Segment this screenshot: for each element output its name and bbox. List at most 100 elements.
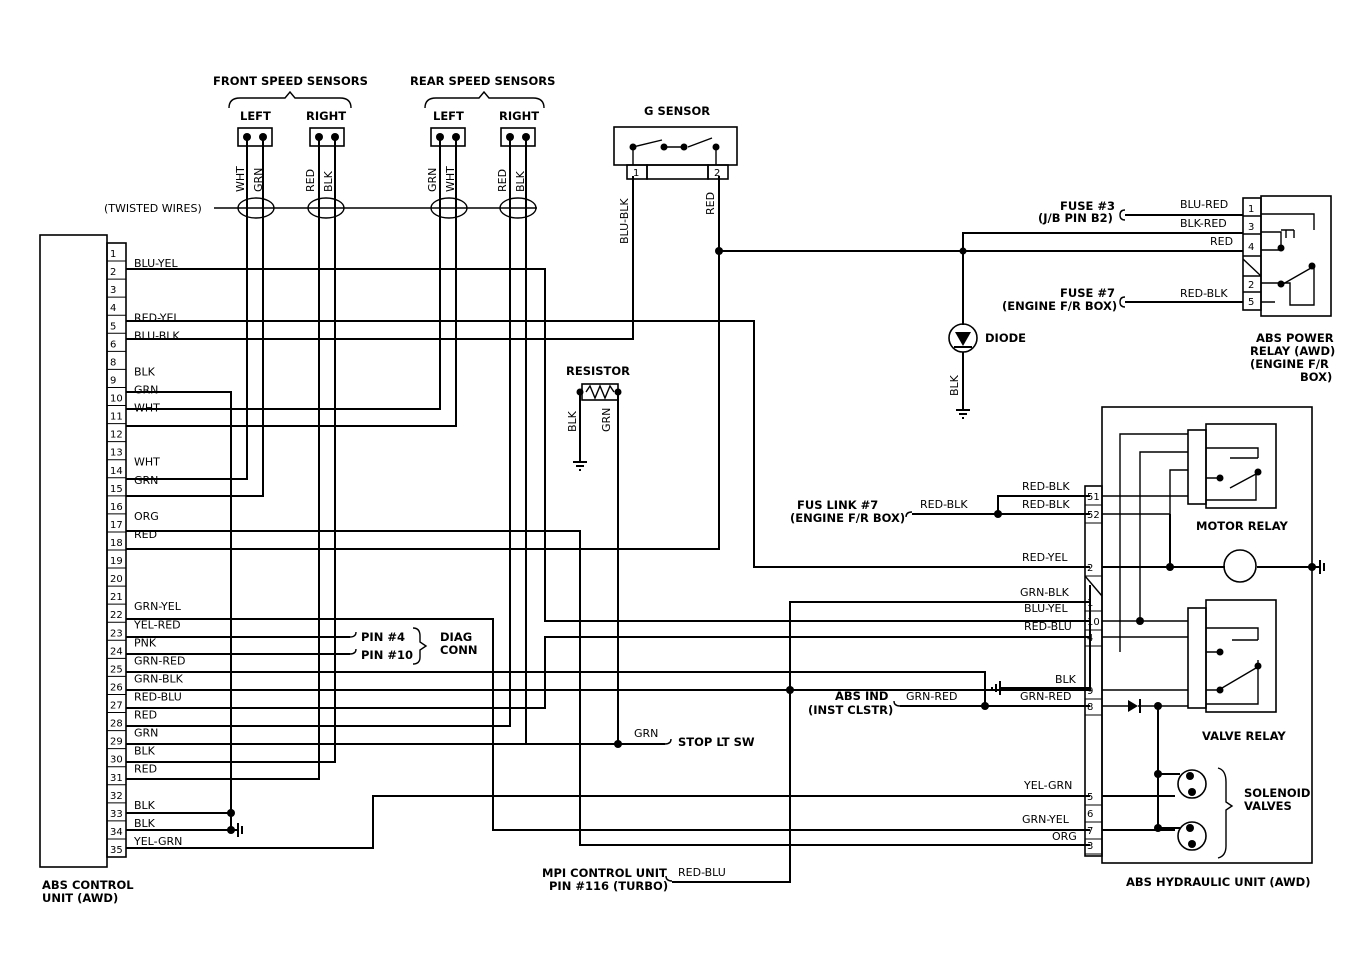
ecu-pin-30: 30 (110, 755, 123, 766)
hydraulic-pin-10: 10 (1087, 617, 1100, 628)
ecu-pin-11: 11 (110, 412, 123, 423)
diag-pin-10: PIN #10 (361, 648, 413, 662)
abs-control-unit-wire-labels: BLU-YELRED-YELBLU-BLKBLKGRNWHTWHTGRNORGR… (133, 257, 185, 848)
relay-pin-3: 3 (1248, 222, 1254, 233)
ecu-pin-34: 34 (110, 827, 123, 838)
abs-power-relay: 1 3 4 2 5 ABS POWER RELAY (AWD) (ENGINE … (1242, 195, 1335, 384)
ecu-pin-26: 26 (110, 682, 123, 693)
diode-wire: BLK (948, 374, 961, 396)
fuse7-label-1: FUSE #7 (1060, 286, 1115, 300)
diode-body (948, 323, 978, 353)
relay-label-3: (ENGINE F/R (1250, 357, 1329, 371)
wire-rear-left-grn (126, 137, 441, 410)
resistor-ground (573, 392, 587, 471)
hydraulic-wire-label: GRN-YEL (1022, 813, 1070, 826)
mpi-control-unit: MPI CONTROL UNIT PIN #116 (TURBO) RED-BL… (542, 601, 1090, 893)
motor-relay-label: MOTOR RELAY (1196, 519, 1289, 533)
solenoid-label-2: VALVES (1244, 799, 1292, 813)
fuse7-label-2: (ENGINE F/R BOX) (1002, 299, 1117, 313)
wire-grn-red (126, 671, 986, 706)
wire-blk-red (962, 232, 1243, 251)
hydraulic-pin-9: 9 (1087, 686, 1093, 697)
ecu-wire-label-28: RED (134, 709, 157, 722)
rear-left-wire-1: GRN (426, 168, 439, 192)
diag-label-2: CONN (440, 643, 477, 657)
hydraulic-wire-label: GRN-BLK (1020, 586, 1070, 599)
rear-right-wire-1: RED (496, 169, 509, 192)
hydraulic-pin-51: 51 (1087, 492, 1100, 503)
wire-front-right-red (126, 137, 320, 780)
fus-link-wire: RED-BLK (920, 498, 968, 511)
ecu-wire-label-14: WHT (134, 456, 160, 469)
wire-blu-yel (126, 268, 1090, 622)
ecu-pin-32: 32 (110, 791, 123, 802)
diode-ground (956, 352, 970, 419)
mpi-wire: RED-BLU (678, 866, 726, 879)
resistor-wire-2: GRN (600, 408, 613, 432)
hydraulic-pin-6: 6 (1087, 809, 1093, 820)
abs-control-unit-body (39, 234, 108, 868)
ecu-pin-25: 25 (110, 664, 123, 675)
abs-control-unit-label-2: UNIT (AWD) (42, 891, 118, 905)
valve-diode-icon (1128, 700, 1138, 712)
hydraulic-unit-connector (1084, 485, 1103, 857)
ecu-pin-21: 21 (110, 592, 123, 603)
ecu-wire-label-24: PNK (134, 636, 157, 649)
ecu-pin-19: 19 (110, 556, 123, 567)
relay-pin-4: 4 (1248, 242, 1254, 253)
solenoid-label-1: SOLENOID (1244, 786, 1310, 800)
rear-speed-sensors-label: REAR SPEED SENSORS (410, 74, 555, 88)
relay-label-4: BOX) (1300, 370, 1332, 384)
rear-right-wire-2: BLK (514, 170, 527, 192)
ecu-pin-12: 12 (110, 430, 123, 441)
ecu-pin-2: 2 (110, 267, 116, 278)
speed-sensors: FRONT SPEED SENSORS REAR SPEED SENSORS L… (104, 74, 555, 219)
ecu-wire-label-23: YEL-RED (133, 618, 181, 631)
relay-pin-2: 2 (1248, 280, 1254, 291)
wire-front-left-grn (126, 137, 264, 497)
ecu-pin-24: 24 (110, 646, 123, 657)
rear-left-sensor-connector (430, 127, 466, 147)
ecu-pin-31: 31 (110, 773, 123, 784)
ecu-pin-22: 22 (110, 610, 123, 621)
diode-icon (955, 332, 971, 346)
relay-pin-5: 5 (1248, 297, 1254, 308)
front-brace (228, 90, 352, 109)
ecu-wire-label-17: ORG (134, 510, 159, 523)
ecu-pin-18: 18 (110, 538, 123, 549)
ecu-pin-35: 35 (110, 845, 123, 856)
fuse3-label-1: FUSE #3 (1060, 199, 1115, 213)
ecu-pin-8: 8 (110, 357, 116, 368)
abs-ind-label-2: (INST CLSTR) (808, 703, 893, 717)
hydraulic-pin-2: 2 (1087, 563, 1093, 574)
valve-relay-label: VALVE RELAY (1202, 729, 1286, 743)
ecu-pin-3: 3 (110, 285, 116, 296)
ground-motor (1312, 560, 1325, 574)
rear-brace (424, 90, 545, 109)
power-section: DIODE BLK FUSE #3 (J/B PIN B2) FUSE #7 (… (719, 198, 1243, 419)
g-sensor-pin-2: 2 (714, 168, 720, 179)
hydraulic-wire-label: RED-YEL (1022, 551, 1068, 564)
front-right-wire-1: RED (304, 169, 317, 192)
ecu-wire-label-34: BLK (134, 817, 156, 830)
ecu-wire-label-10: GRN (134, 384, 158, 397)
hydraulic-wire-label: RED-BLK (1022, 480, 1070, 493)
ecu-pin-16: 16 (110, 502, 123, 513)
abs-control-unit-label-1: ABS CONTROL (42, 878, 134, 892)
ecu-pin-9: 9 (110, 375, 116, 386)
stop-lt-label: STOP LT SW (678, 735, 755, 749)
mpi-label-2: PIN #116 (TURBO) (549, 879, 668, 893)
ecu-pin-15: 15 (110, 484, 123, 495)
g-sensor-wire-2: RED (704, 192, 717, 215)
diag-connector: PIN #4 PIN #10 DIAG CONN (349, 627, 477, 665)
ecu-wire-label-22: GRN-YEL (134, 600, 182, 613)
ground-ecu (231, 823, 243, 837)
solenoid-valve-2 (1177, 821, 1207, 851)
twist-rear-left (430, 197, 468, 219)
ecu-wire-label-25: GRN-RED (134, 654, 185, 667)
g-sensor: G SENSOR 1 2 BLU-BLK RED (613, 104, 738, 255)
ecu-pin-10: 10 (110, 394, 123, 405)
ecu-wire-label-9: BLK (134, 365, 156, 378)
ecu-pin-23: 23 (110, 628, 123, 639)
